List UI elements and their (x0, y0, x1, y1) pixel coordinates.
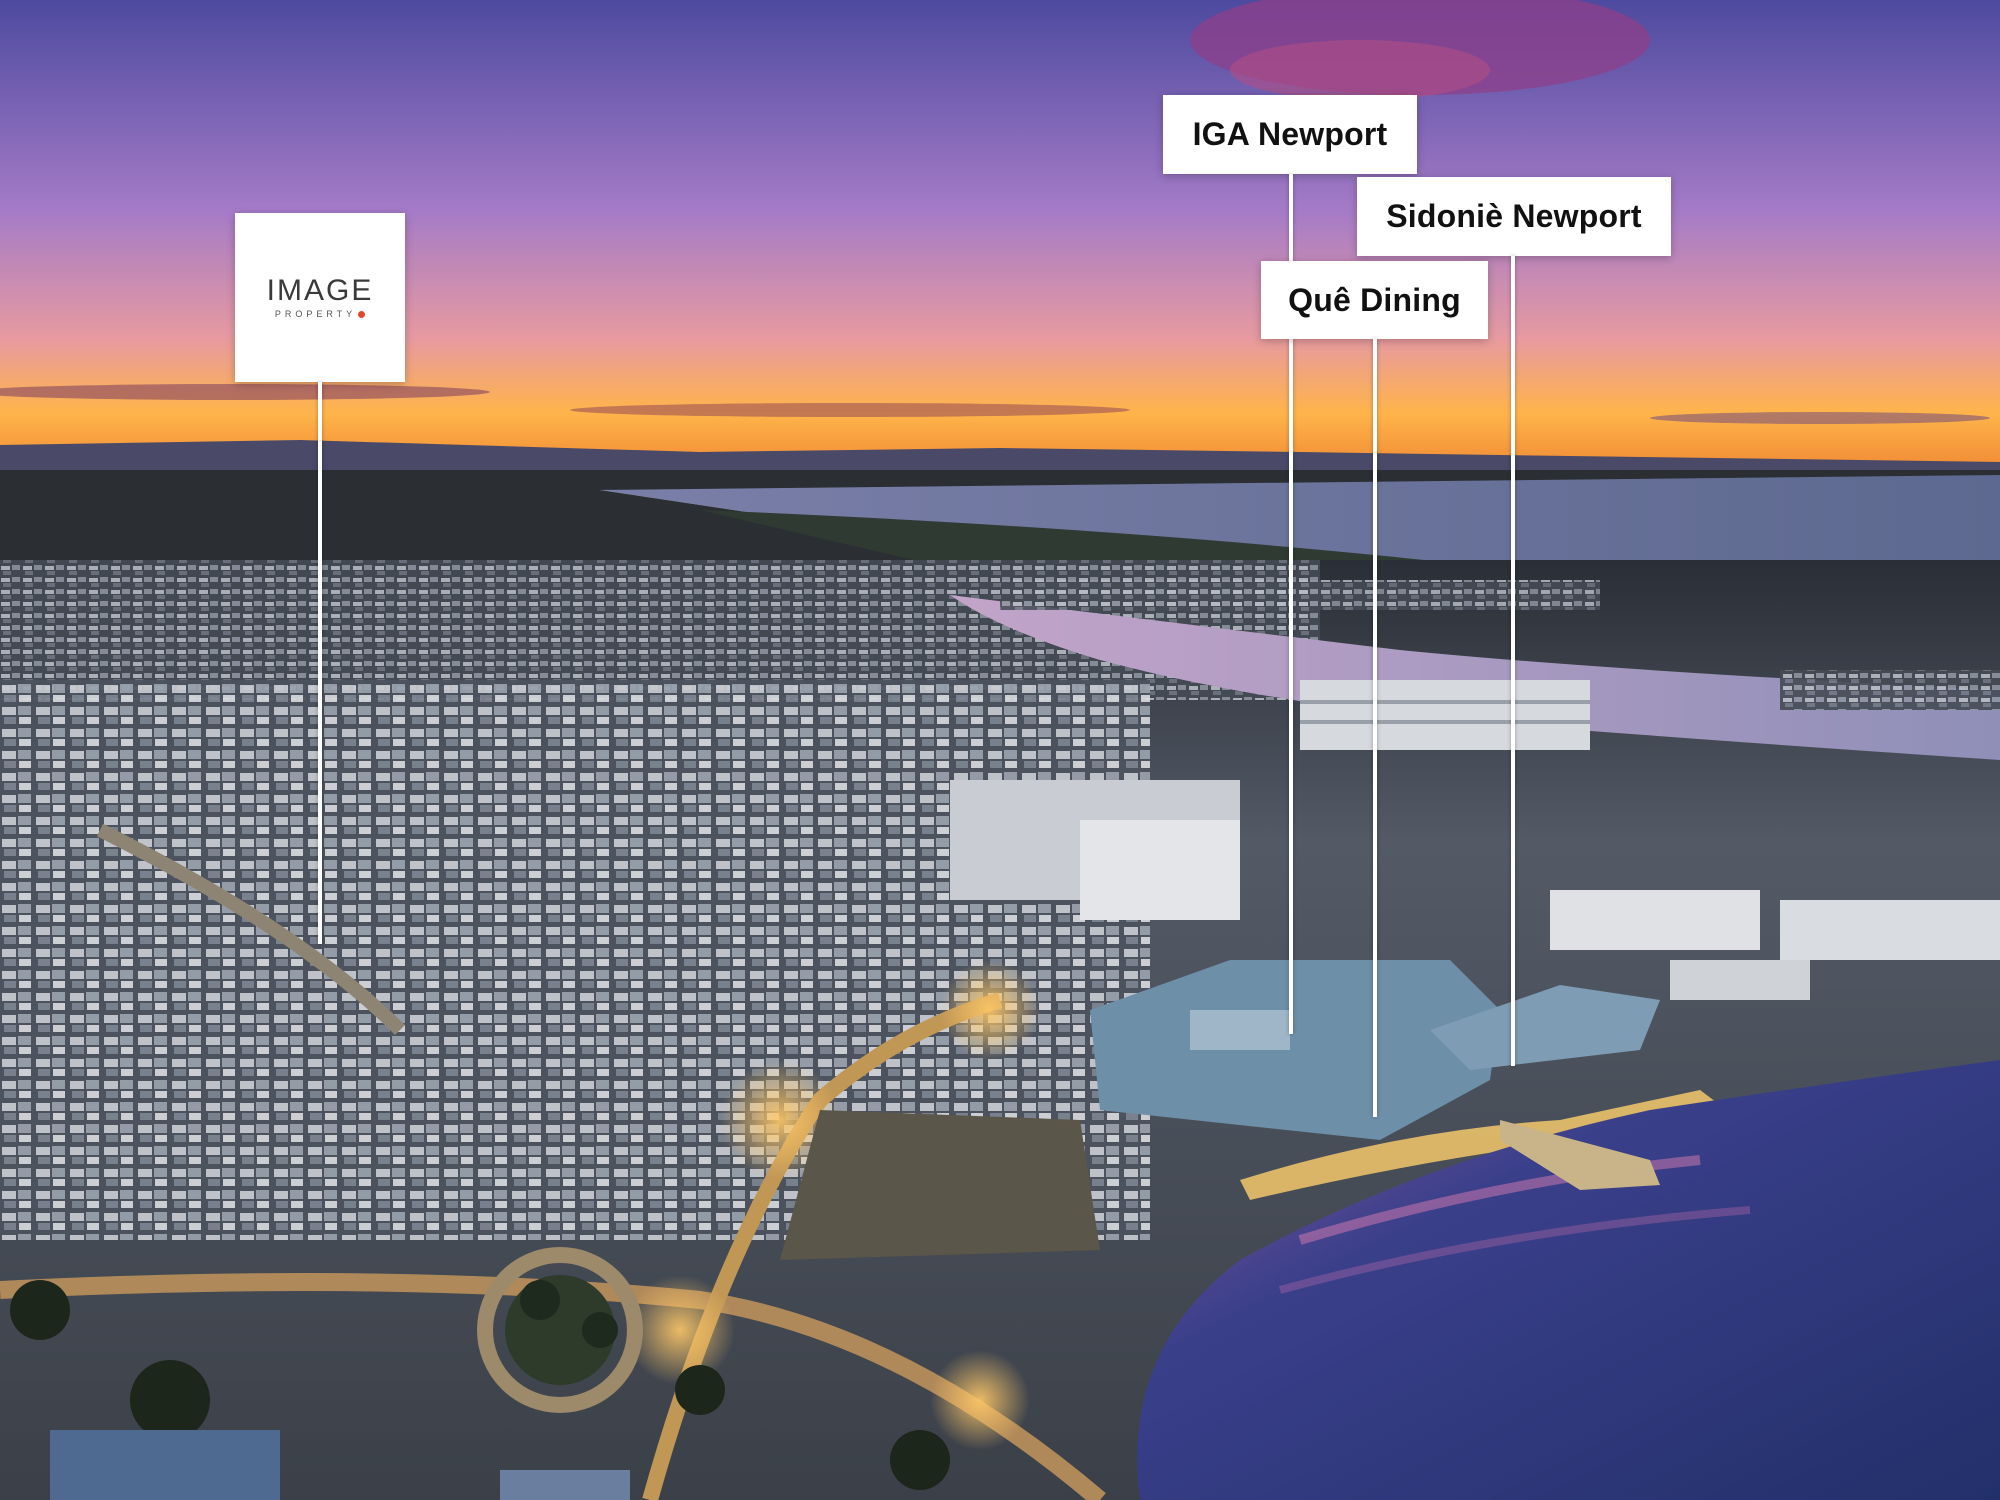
callout-sidonie-newport-label: Sidoniè Newport (1386, 198, 1642, 234)
logo-sub-label: PROPERTY (274, 309, 357, 319)
logo-sub-text: PROPERTY (274, 309, 366, 319)
callout-sidonie-newport: Sidoniè Newport (1357, 177, 1671, 256)
image-property-logo: IMAGE PROPERTY (235, 213, 405, 382)
sidonie-newport-leader-line (1511, 256, 1515, 1066)
callout-que-dining: Quê Dining (1261, 261, 1488, 339)
logo-dot-icon (358, 310, 366, 318)
logo-main-text: IMAGE (266, 274, 374, 307)
que-dining-leader-line (1373, 339, 1377, 1117)
callout-que-dining-label: Quê Dining (1288, 281, 1461, 318)
logo-leader-line (318, 382, 322, 944)
iga-newport-leader-line (1289, 174, 1293, 1034)
callout-iga-newport-label: IGA Newport (1192, 116, 1388, 152)
callout-iga-newport: IGA Newport (1163, 95, 1417, 174)
